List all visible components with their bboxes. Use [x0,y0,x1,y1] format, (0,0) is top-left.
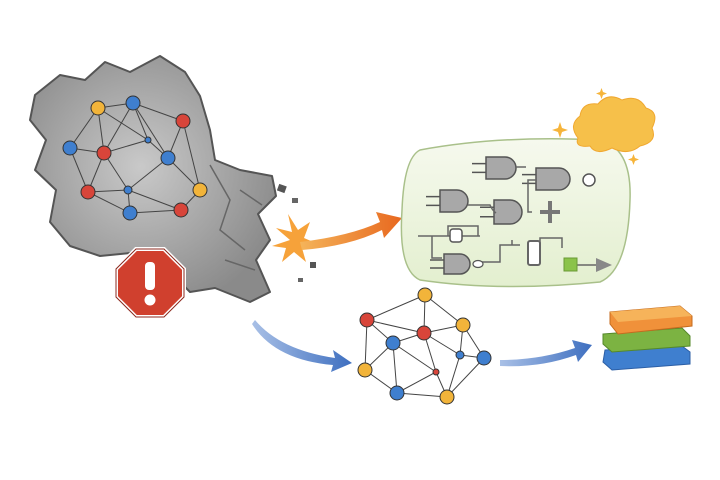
network-edge [97,107,149,141]
cloud-icon [552,88,656,165]
logic-gate [493,199,523,225]
network-node [122,205,138,221]
network-node [192,182,208,198]
network-node [385,335,401,351]
network-edge [392,342,437,373]
impact-burst-icon [272,214,318,262]
network-node [90,100,106,116]
orange-arrow [300,212,402,250]
network-node [417,287,433,303]
network-edge [87,191,131,214]
network-edge [132,102,169,159]
logic-gate-icon [426,156,571,275]
network-edge [132,102,184,122]
network-node [62,140,78,156]
monolith-network [62,95,208,221]
network-node [359,312,375,328]
network-node [144,136,152,144]
network-edge [182,120,201,191]
network-edge [366,294,426,321]
network-edge [97,107,105,154]
network-edge [446,357,485,398]
logic-gate [443,253,471,275]
network-edge [103,139,149,154]
network-node [125,95,141,111]
logic-gate [439,189,469,213]
network-edge [69,147,89,193]
blue-arrow-to-network [252,320,352,372]
network-edge [103,102,134,154]
network-edge [366,319,425,334]
network-node [175,113,191,129]
network-edge [364,319,368,371]
network-node [476,350,492,366]
network-edge [424,294,464,326]
logic-circuit-panel [400,138,631,288]
layers-stack-icon [602,305,693,371]
network-node [389,385,405,401]
network-edge [167,157,201,191]
network-node [439,389,455,405]
network-node [123,185,133,195]
network-edge [127,157,169,191]
blue-arrow-to-layers [500,340,592,367]
warning-stop-sign-icon [114,247,186,319]
network-node [416,325,432,341]
network-node [96,145,112,161]
network-edge [129,209,182,214]
network-node [173,202,189,218]
network-edge [392,342,398,394]
restructured-network [357,287,492,405]
network-edge [127,189,182,211]
network-node [455,350,465,360]
network-node [80,184,96,200]
logic-gate [485,156,517,180]
logic-gate [535,167,571,191]
network-node [160,150,176,166]
network-edge [69,107,99,149]
network-node [432,368,440,376]
network-edge [396,392,448,398]
network-node [455,317,471,333]
network-node [357,362,373,378]
